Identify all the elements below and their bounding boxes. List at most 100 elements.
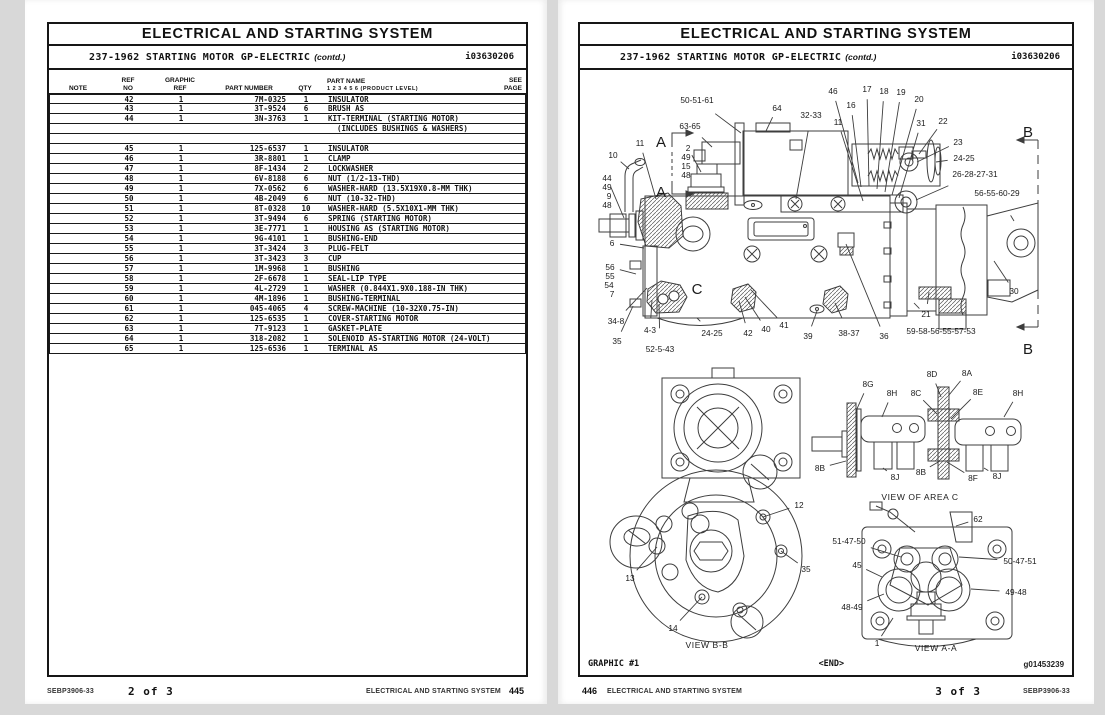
- footer-section: ELECTRICAL AND STARTING SYSTEM: [607, 687, 743, 695]
- view-b-b: [609, 367, 803, 643]
- leader-line: [691, 154, 702, 173]
- leader-line: [916, 146, 950, 163]
- callout-label: 16: [846, 100, 856, 110]
- left-page-footer: SEBP3906-33 2 of 3 ELECTRICAL AND STARTI…: [47, 684, 524, 698]
- callout-label: 35: [612, 336, 622, 346]
- leader-line: [762, 507, 790, 518]
- callout-label: 38-37: [838, 328, 860, 338]
- callout-label: 56-55-60-29: [974, 188, 1020, 198]
- section-header: 237-1962 STARTING MOTOR GP-ELECTRIC (con…: [49, 46, 526, 70]
- callout-label: 1: [875, 638, 880, 648]
- callout-label: 8C: [911, 388, 922, 398]
- callout-label: 11: [636, 138, 645, 148]
- callout-label: 13: [625, 573, 635, 583]
- leader-line: [744, 296, 761, 321]
- table-row-blank: [49, 134, 526, 144]
- callout-label: 14: [668, 623, 678, 633]
- leader-line: [870, 547, 902, 558]
- page-of: 3 of 3: [935, 684, 982, 698]
- leader-line: [866, 99, 870, 187]
- left-page: ELECTRICAL AND STARTING SYSTEM 237-1962 …: [47, 22, 528, 677]
- callout-label: 30: [1009, 286, 1019, 296]
- callout-label: 4-3: [644, 325, 656, 335]
- callout-label: 49: [602, 182, 612, 192]
- leader-line: [851, 115, 862, 188]
- callout-label: 49: [681, 152, 691, 162]
- callout-label: 8H: [887, 388, 898, 398]
- footer-section: ELECTRICAL AND STARTING SYSTEM: [365, 687, 501, 695]
- contd-label: (contd.): [314, 52, 346, 62]
- section-marker-b: B: [1023, 341, 1033, 358]
- callout-label: 39: [803, 331, 813, 341]
- view-caption: VIEW B-B: [685, 640, 728, 650]
- callout-label: 62: [973, 514, 983, 524]
- callout-label: 24-25: [701, 328, 723, 338]
- callout-label: 35: [801, 564, 811, 574]
- col-note: NOTE: [68, 84, 88, 92]
- leader-line: [993, 260, 1009, 283]
- leader-line: [701, 137, 713, 148]
- view-of-area-c: [811, 386, 1022, 480]
- callout-label: 41: [779, 320, 789, 330]
- main-exploded-view: [598, 122, 1039, 331]
- leader-line: [642, 152, 657, 200]
- leader-line: [696, 317, 701, 322]
- leader-line: [950, 398, 972, 420]
- leader-line: [876, 101, 884, 190]
- leader-line: [867, 593, 885, 602]
- leader-line: [840, 131, 864, 202]
- callout-label: 49-48: [1005, 587, 1027, 597]
- leader-line: [855, 393, 865, 412]
- callout-label: 52-5-43: [646, 344, 675, 354]
- end-marker: <END>: [818, 659, 845, 669]
- leader-line: [619, 269, 637, 275]
- leader-line: [765, 117, 774, 132]
- callout-label: 64: [772, 103, 782, 113]
- callout-label: 51-47-50: [832, 536, 866, 546]
- callout-label: 36: [879, 331, 889, 341]
- callout-label: 19: [896, 87, 906, 97]
- col-qty: QTY: [298, 84, 312, 92]
- callout-label: 17: [862, 84, 872, 94]
- callout-label: 56: [605, 262, 615, 272]
- right-page: ELECTRICAL AND STARTING SYSTEM 237-1962 …: [578, 22, 1074, 677]
- product-level-legend: 1 2 3 4 5 6 (PRODUCT LEVEL): [327, 85, 419, 92]
- callout-label: 8F: [968, 473, 978, 483]
- view-caption: VIEW OF AREA C: [881, 492, 958, 502]
- callout-label: 20: [914, 94, 924, 104]
- callout-label: 15: [681, 161, 691, 171]
- leader-line: [658, 303, 660, 329]
- leader-line: [1010, 215, 1015, 222]
- leader-line: [636, 546, 658, 571]
- callout-label: 8J: [993, 471, 1002, 481]
- leader-line: [955, 521, 969, 527]
- callout-label: 12: [794, 500, 804, 510]
- leader-line: [845, 243, 881, 327]
- leader-line: [620, 305, 634, 332]
- callout-label: 8A: [962, 368, 973, 378]
- leader-line: [915, 185, 949, 201]
- section-b-bracket: [1015, 136, 1039, 331]
- callout-label: 8G: [862, 379, 873, 389]
- leader-line: [948, 380, 961, 396]
- doc-ref: SEBP3906-33: [1023, 687, 1070, 695]
- leader-line: [958, 556, 998, 560]
- right-page-footer: 446 ELECTRICAL AND STARTING SYSTEM 3 of …: [578, 684, 1070, 698]
- callout-label: 8D: [927, 369, 938, 379]
- leader-line: [880, 617, 894, 637]
- leader-line: [811, 310, 818, 327]
- callout-label: 2: [686, 143, 691, 153]
- callout-label: 8B: [815, 463, 826, 473]
- callout-label: 21: [921, 309, 931, 319]
- contd-label: (contd.): [845, 52, 877, 62]
- leader-line: [970, 588, 1000, 592]
